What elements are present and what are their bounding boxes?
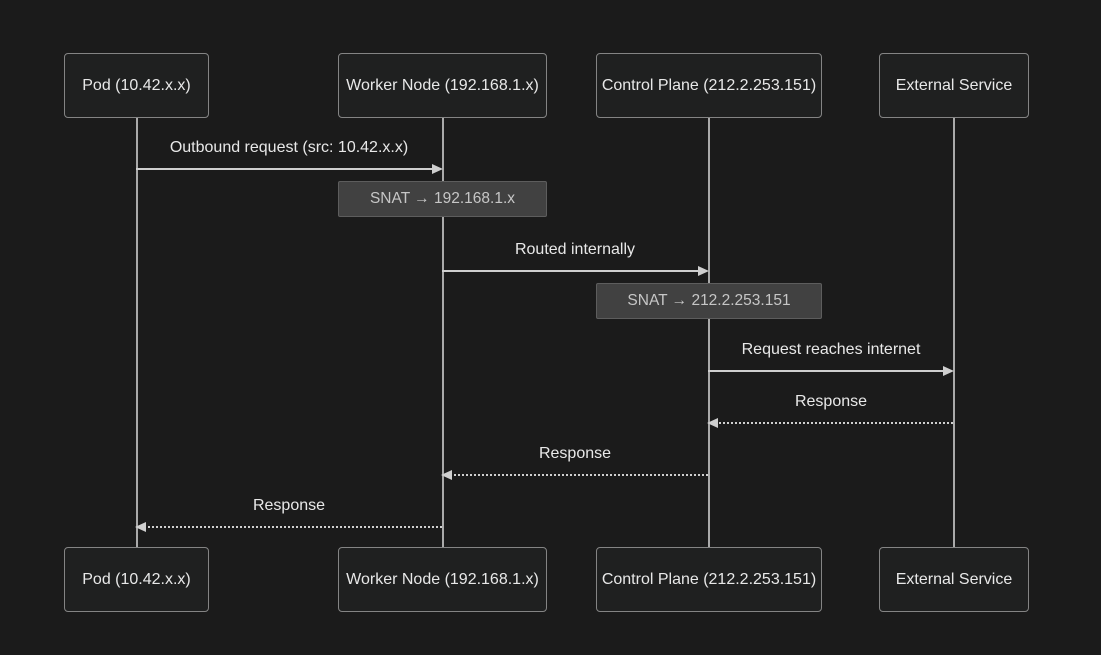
lifeline-worker-node (441, 118, 444, 547)
arrow-line (446, 474, 708, 476)
arrowhead-left-icon (707, 418, 718, 428)
actor-top-pod: Pod (10.42.x.x) (64, 53, 209, 118)
message-label: Outbound request (src: 10.42.x.x) (169, 139, 409, 156)
actor-top-worker-node: Worker Node (192.168.1.x) (338, 53, 547, 118)
arrow-line (708, 370, 949, 372)
lifeline-control-plane (708, 118, 710, 547)
arrow-line (136, 168, 438, 170)
actor-bottom-control-plane: Control Plane (212.2.253.151) (596, 547, 822, 612)
note-snat-control-plane: SNAT → 212.2.253.151 (596, 283, 822, 319)
arrow-line (140, 526, 442, 528)
actor-bottom-external-service: External Service (879, 547, 1029, 612)
message-label: Response (538, 445, 612, 462)
lifeline-external-service (952, 118, 955, 547)
arrowhead-right-icon (698, 266, 709, 276)
arrow-line (442, 270, 704, 272)
lifeline-pod (135, 118, 138, 547)
message-label: Response (252, 497, 326, 514)
note-snat-worker-node: SNAT → 192.168.1.x (338, 181, 547, 217)
message-label: Response (794, 393, 868, 410)
arrowhead-right-icon (432, 164, 443, 174)
actor-bottom-worker-node: Worker Node (192.168.1.x) (338, 547, 547, 612)
actor-top-control-plane: Control Plane (212.2.253.151) (596, 53, 822, 118)
message-label: Request reaches internet (741, 341, 921, 358)
message-label: Routed internally (514, 241, 636, 258)
arrowhead-left-icon (135, 522, 146, 532)
actor-top-external-service: External Service (879, 53, 1029, 118)
arrow-line (712, 422, 953, 424)
actor-bottom-pod: Pod (10.42.x.x) (64, 547, 209, 612)
arrowhead-left-icon (441, 470, 452, 480)
arrowhead-right-icon (943, 366, 954, 376)
